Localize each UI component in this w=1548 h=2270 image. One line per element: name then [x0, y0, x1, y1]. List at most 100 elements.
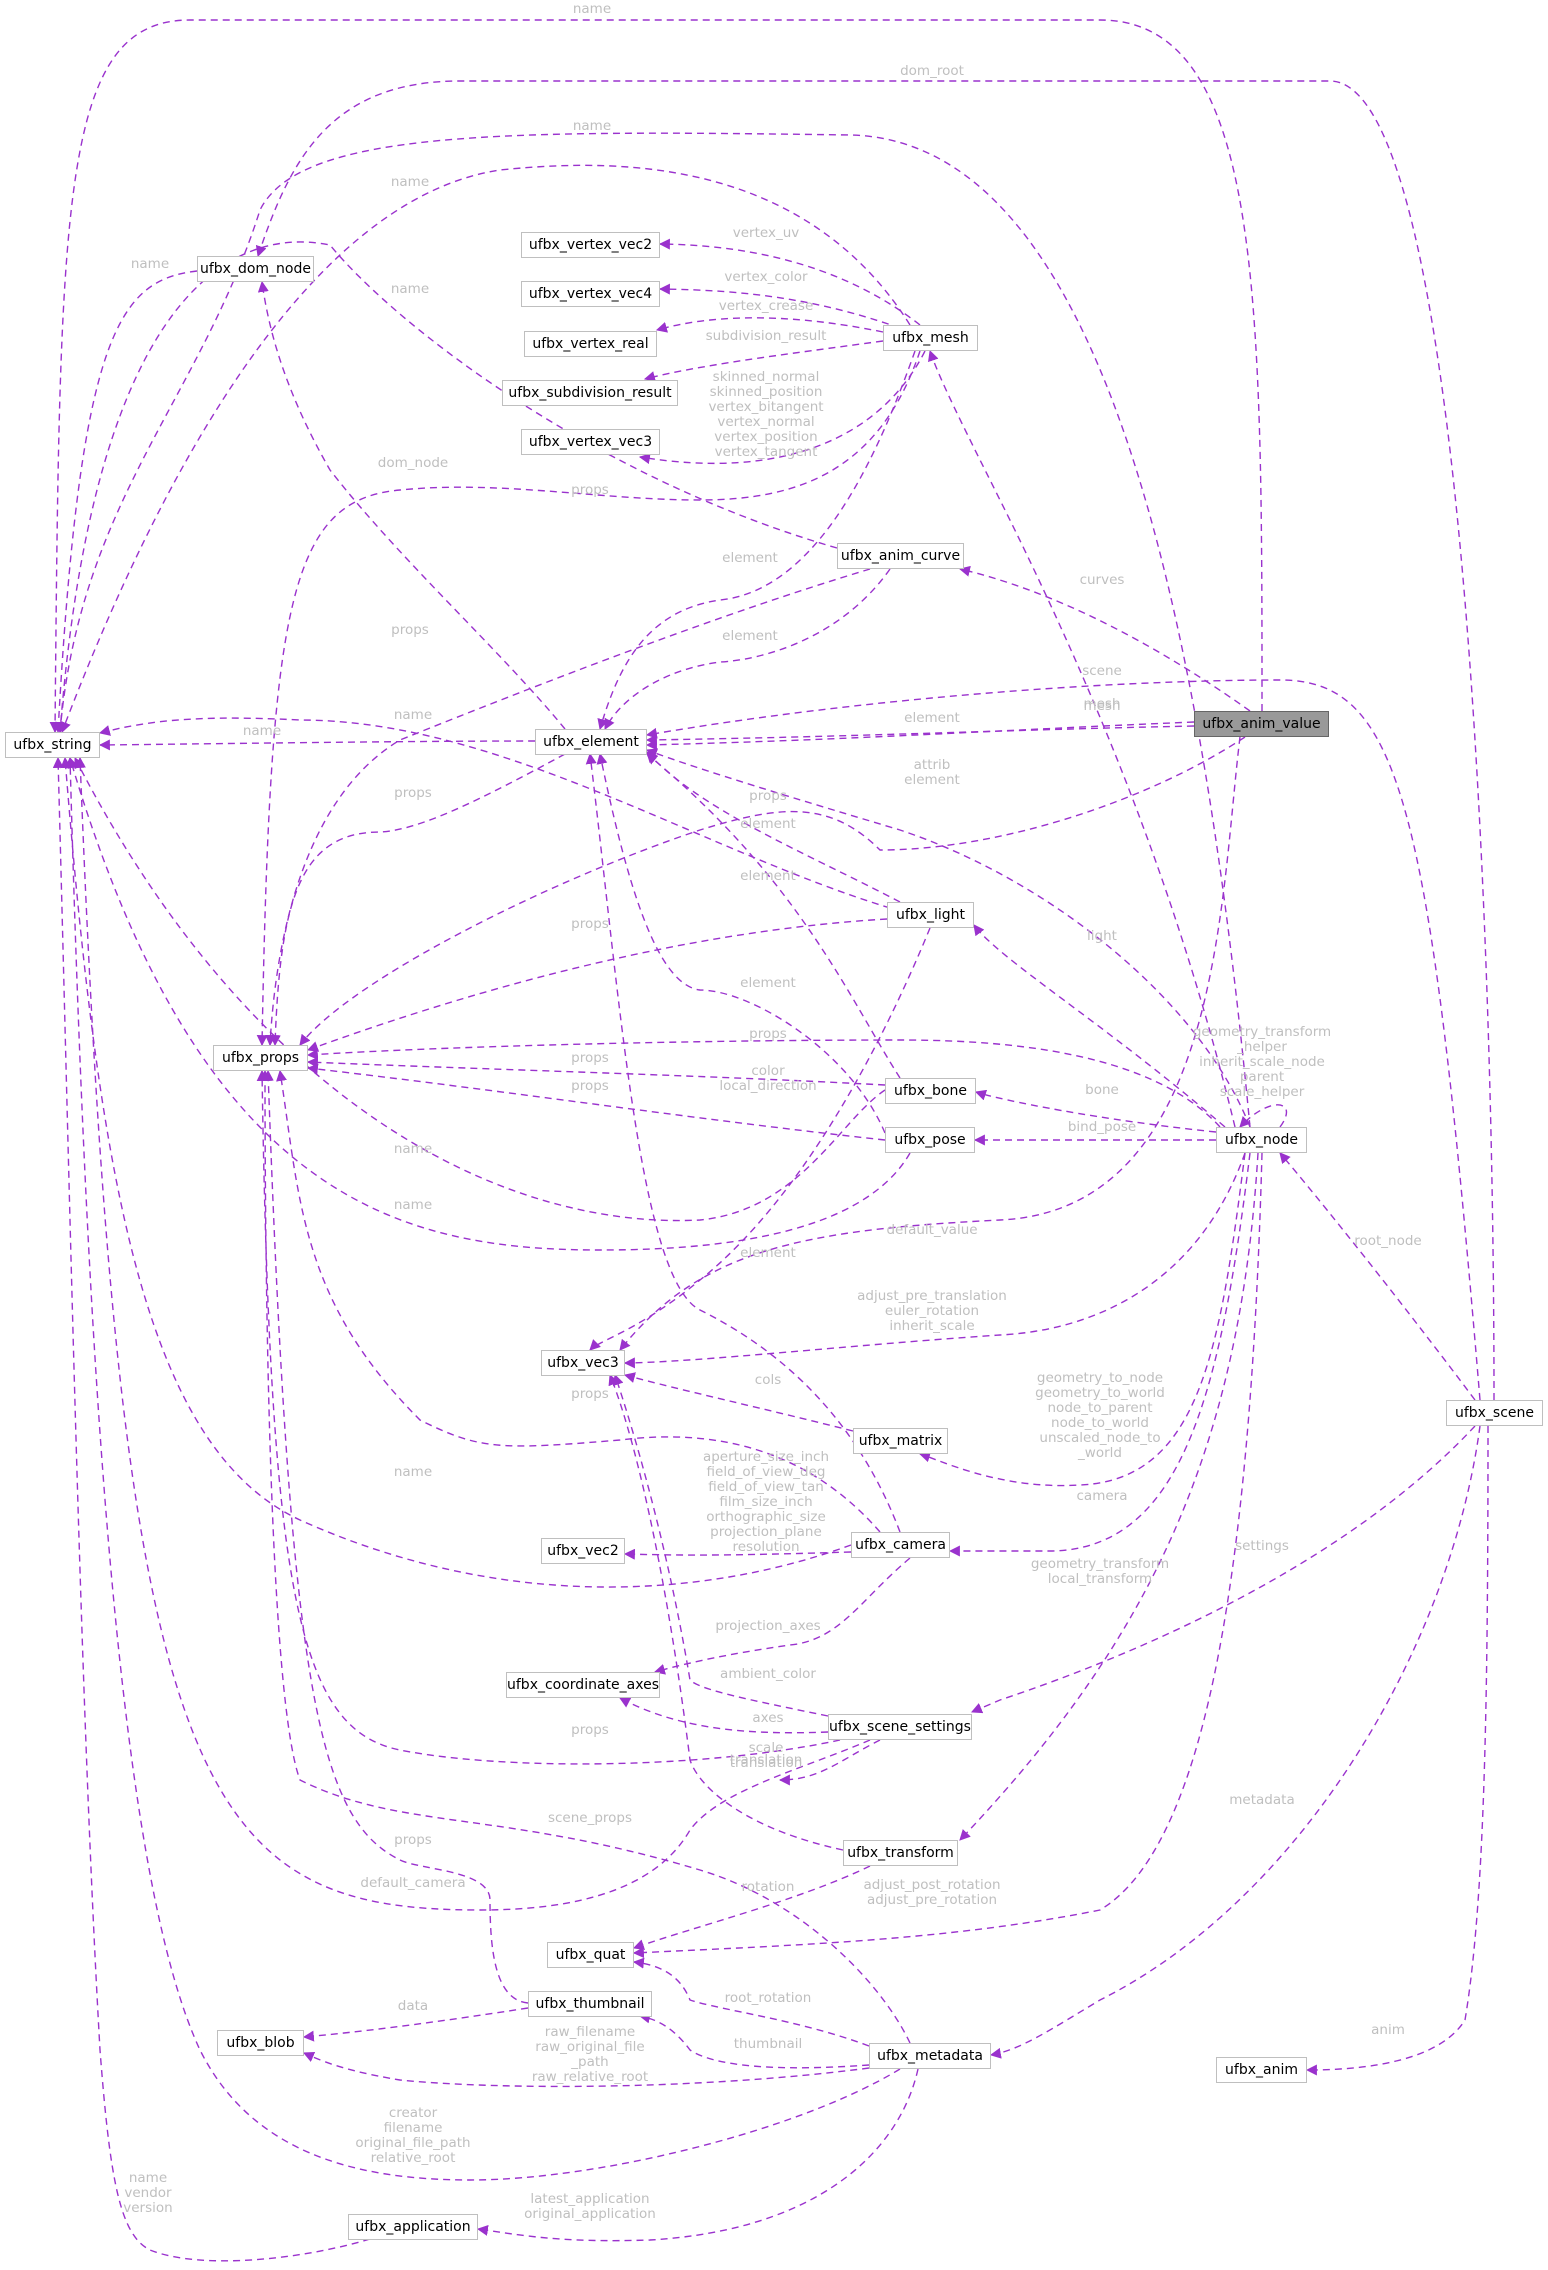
- edge-label: name: [131, 256, 169, 272]
- edge-ufbx_element-to-ufbx_dom_node: [257, 280, 566, 730]
- edge-ufbx_camera-to-ufbx_element: [585, 752, 901, 1533]
- edge-ufbx_light-to-ufbx_props: [306, 918, 888, 1052]
- node-ufbx-anim-curve[interactable]: ufbx_anim_curve: [837, 543, 964, 569]
- node-ufbx-scene[interactable]: ufbx_scene: [1446, 1400, 1543, 1426]
- edge-ufbx_element-to-ufbx_props: [269, 753, 566, 1047]
- node-ufbx-transform[interactable]: ufbx_transform: [843, 1840, 958, 1866]
- node-ufbx-node[interactable]: ufbx_node: [1216, 1127, 1307, 1153]
- edge-ufbx_transform-to-ufbx_quat: [632, 1865, 871, 1950]
- edge-label: props: [391, 622, 429, 638]
- node-ufbx-dom-node[interactable]: ufbx_dom_node: [197, 256, 314, 282]
- node-label: ufbx_vertex_vec2: [528, 237, 653, 253]
- node-ufbx-vec3[interactable]: ufbx_vec3: [541, 1350, 625, 1376]
- edge-ufbx_element-to-ufbx_string: [98, 739, 536, 751]
- node-ufbx-bone[interactable]: ufbx_bone: [885, 1078, 976, 1104]
- edge-ufbx_anim_value-to-ufbx_props: [299, 736, 1246, 1046]
- edge-ufbx_transform-to-ufbx_vec3: [608, 1373, 844, 1851]
- edge-label: name: [394, 1141, 432, 1157]
- edge-label: element: [740, 816, 796, 832]
- edge-label: element: [740, 868, 796, 884]
- node-ufbx-quat[interactable]: ufbx_quat: [547, 1942, 634, 1968]
- node-label: ufbx_dom_node: [199, 261, 311, 277]
- node-label: ufbx_thumbnail: [535, 1996, 645, 2012]
- edge-ufbx_mesh-to-ufbx_subdivision_result: [643, 340, 884, 382]
- node-ufbx-vec2[interactable]: ufbx_vec2: [541, 1538, 625, 1564]
- node-ufbx-vertex-vec3[interactable]: ufbx_vertex_vec3: [521, 429, 660, 455]
- edge-ufbx_metadata-to-ufbx_props: [259, 1069, 911, 2044]
- edge-ufbx_node-to-ufbx_mesh: [928, 349, 1236, 1128]
- edge-ufbx_node-to-ufbx_vec3: [623, 1152, 1246, 1369]
- node-ufbx-light[interactable]: ufbx_light: [887, 902, 974, 928]
- edge-label: name: [573, 118, 611, 134]
- node-ufbx-camera[interactable]: ufbx_camera: [851, 1532, 950, 1558]
- edge-ufbx_node-to-ufbx_element: [645, 748, 1251, 1128]
- node-ufbx-vertex-real[interactable]: ufbx_vertex_real: [524, 331, 657, 357]
- node-ufbx-element[interactable]: ufbx_element: [535, 729, 647, 755]
- node-ufbx-thumbnail[interactable]: ufbx_thumbnail: [528, 1991, 652, 2017]
- edge-label: rotation: [742, 1879, 795, 1895]
- edge-ufbx_scene_settings-to-ufbx_vec3: [612, 1373, 829, 1717]
- edge-ufbx_mesh-to-ufbx_vertex_vec2: [658, 238, 921, 326]
- node-label: ufbx_subdivision_result: [508, 385, 672, 401]
- edge-labels-layer: namedom_rootnamenamenamenamevertex_uvver…: [123, 1, 1421, 2222]
- edge-label: name: [391, 174, 429, 190]
- edge-ufbx_application-to-ufbx_string: [52, 756, 371, 2262]
- edge-label: props: [571, 1386, 609, 1402]
- node-ufbx-vertex-vec4[interactable]: ufbx_vertex_vec4: [521, 281, 660, 307]
- edge-ufbx_matrix-to-ufbx_vec3: [623, 1372, 854, 1432]
- edge-label: mesh: [1083, 698, 1120, 714]
- edge-label: default_value: [886, 1222, 977, 1238]
- node-ufbx-matrix[interactable]: ufbx_matrix: [853, 1428, 948, 1454]
- edge-label: mesh: [1083, 696, 1120, 712]
- edge-ufbx_metadata-to-ufbx_thumbnail: [638, 2012, 870, 2069]
- edge-ufbx_anim_curve-to-ufbx_props: [265, 568, 871, 1047]
- node-ufbx-pose[interactable]: ufbx_pose: [885, 1127, 975, 1153]
- node-ufbx-blob[interactable]: ufbx_blob: [217, 2030, 304, 2056]
- edge-label: ambient_color: [720, 1666, 816, 1682]
- edge-ufbx_bone-to-ufbx_props: [306, 1056, 886, 1086]
- node-label: ufbx_vertex_real: [532, 336, 649, 352]
- node-ufbx-subdivision-result[interactable]: ufbx_subdivision_result: [502, 380, 678, 406]
- node-label: ufbx_coordinate_axes: [507, 1677, 659, 1693]
- edge-label: subdivision_result: [706, 328, 827, 344]
- edge-ufbx_camera-to-ufbx_props: [276, 1069, 881, 1533]
- edge-ufbx_bone-to-ufbx_element: [646, 753, 901, 1079]
- edge-label: props: [571, 1722, 609, 1738]
- node-ufbx-props[interactable]: ufbx_props: [213, 1045, 308, 1071]
- node-ufbx-application[interactable]: ufbx_application: [348, 2214, 478, 2240]
- node-ufbx-coordinate-axes[interactable]: ufbx_coordinate_axes: [506, 1672, 660, 1698]
- edge-label: props: [571, 1050, 609, 1066]
- node-label: ufbx_mesh: [892, 330, 969, 346]
- node-ufbx-anim[interactable]: ufbx_anim: [1216, 2057, 1307, 2083]
- edge-ufbx_mesh-to-ufbx_vertex_vec3: [638, 350, 926, 465]
- node-ufbx-anim-value[interactable]: ufbx_anim_value: [1194, 711, 1329, 737]
- edges-layer: [49, 19, 1495, 2262]
- node-ufbx-scene-settings[interactable]: ufbx_scene_settings: [828, 1714, 972, 1740]
- node-ufbx-string[interactable]: ufbx_string: [5, 732, 100, 758]
- node-label: ufbx_transform: [847, 1845, 954, 1861]
- edge-ufbx_node-to-ufbx_light: [973, 924, 1226, 1128]
- edge-ufbx_scene-to-ufbx_element: [645, 679, 1481, 1401]
- edge-label: vertex_color: [724, 269, 808, 285]
- edge-ufbx_camera-to-ufbx_coordinate_axes: [653, 1557, 911, 1675]
- edge-ufbx_mesh-to-ufbx_vertex_vec4: [658, 283, 901, 329]
- edge-label: element: [722, 628, 778, 644]
- edge-label: name: [243, 723, 281, 739]
- node-ufbx-vertex-vec2[interactable]: ufbx_vertex_vec2: [521, 232, 660, 258]
- edge-label: props: [571, 916, 609, 932]
- node-ufbx-metadata[interactable]: ufbx_metadata: [869, 2043, 991, 2069]
- edge-ufbx_camera-to-ufbx_vec2: [623, 1548, 852, 1560]
- edge-ufbx_anim_value-to-ufbx_element: [645, 721, 1195, 751]
- node-ufbx-mesh[interactable]: ufbx_mesh: [883, 325, 978, 351]
